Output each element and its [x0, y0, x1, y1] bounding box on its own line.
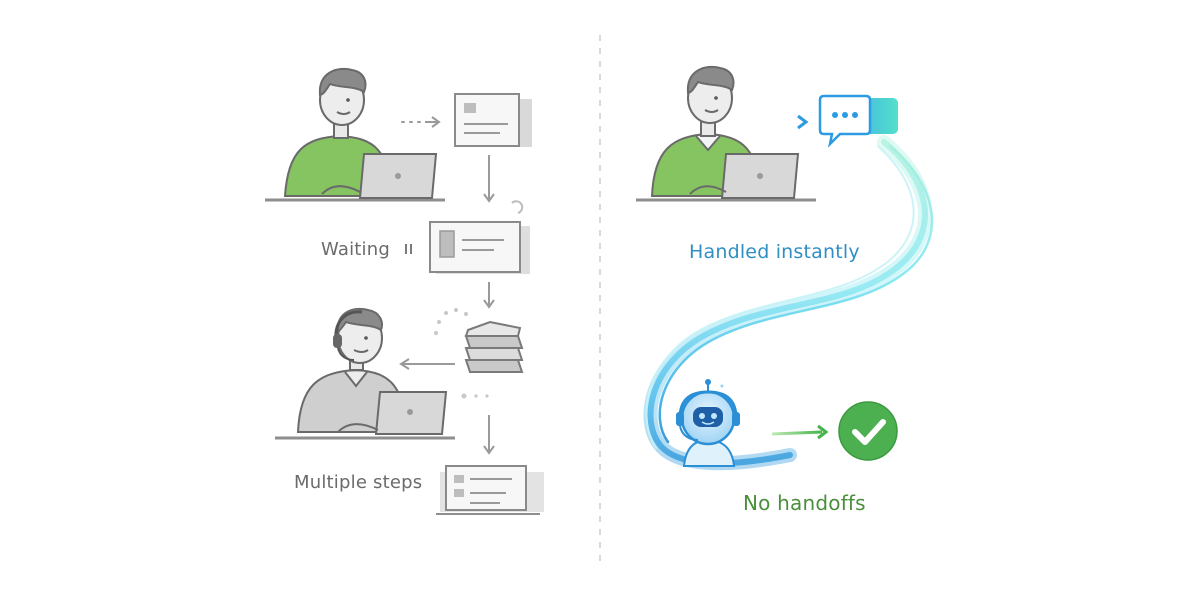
arrow-to-agent	[399, 358, 455, 370]
form-document-2	[429, 221, 530, 274]
pause-icon	[405, 244, 412, 254]
form-document-3	[436, 465, 544, 515]
file-stack-icon	[464, 320, 524, 373]
waiting-label: Waiting	[321, 239, 390, 260]
support-agent-with-headset	[275, 307, 455, 440]
spinner-icon	[511, 200, 524, 214]
form-document-1	[454, 93, 532, 147]
multiple-steps-label: Multiple steps	[294, 472, 423, 493]
dotted-arrow-to-form	[401, 116, 441, 128]
down-arrow-1	[483, 155, 495, 203]
down-arrow-3	[483, 415, 495, 455]
check-icon	[838, 401, 898, 461]
chat-bubble-icon	[818, 94, 898, 148]
arrow-to-chat	[772, 114, 809, 130]
customer-at-laptop-left	[265, 67, 445, 202]
no-handoffs-label: No handoffs	[743, 491, 866, 515]
ellipsis-icon	[832, 112, 858, 118]
arrow-to-check	[771, 424, 829, 440]
handled-instantly-label: Handled instantly	[689, 241, 860, 263]
robot-icon	[676, 379, 740, 467]
loading-burst-icon	[434, 308, 468, 335]
customer-at-laptop-right	[636, 65, 816, 202]
down-arrow-2	[483, 282, 495, 309]
headset-icon	[333, 310, 363, 361]
progress-dots	[461, 393, 489, 399]
flow-ribbon	[643, 135, 934, 471]
